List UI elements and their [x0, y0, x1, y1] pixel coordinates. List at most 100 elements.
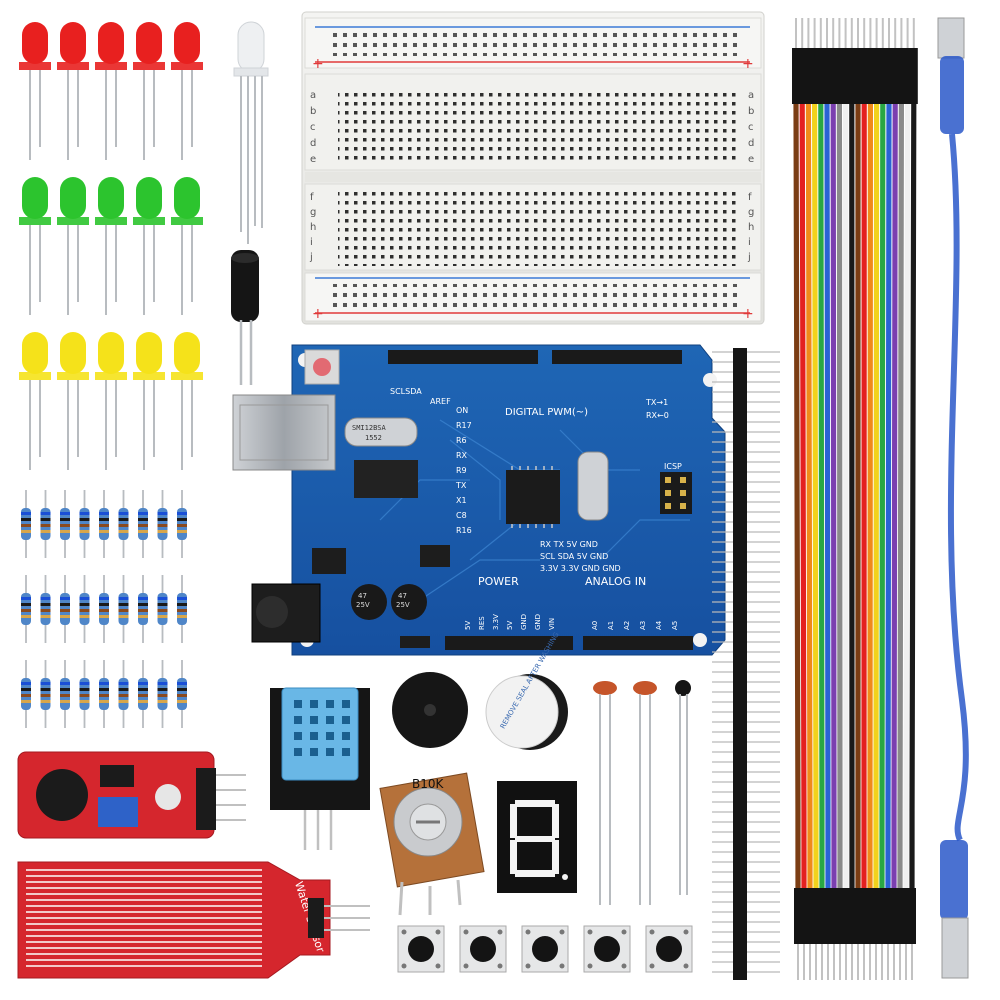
breadboard-row-letter: j [309, 252, 313, 263]
resistor [79, 660, 90, 728]
resistor [40, 660, 51, 728]
jumper-wire [866, 18, 875, 980]
led [95, 177, 127, 315]
resistor [118, 490, 129, 558]
rx-label: RX←0 [646, 411, 669, 420]
potentiometer-label: B10K [412, 777, 445, 791]
analog-pin-label: A5 [671, 621, 679, 630]
analog-pin-label: A2 [623, 621, 631, 630]
crystal-label-1: SMI12BSA [352, 424, 387, 432]
sound-sensor-module [17, 751, 246, 839]
jumper-wire [890, 18, 900, 980]
jumper-wire [841, 18, 850, 980]
resistor [138, 660, 148, 728]
board-silkscreen-label: TX [455, 481, 467, 490]
resistor [177, 660, 187, 728]
resistor [99, 660, 109, 728]
board-pin-legend: 3.3V 3.3V GND GND [540, 564, 621, 573]
potentiometer: B10K [379, 772, 485, 916]
analog-pin-label: A1 [607, 621, 615, 630]
jumper-wire [860, 18, 869, 980]
resistor [157, 490, 168, 558]
breadboard-row-letter: e [748, 154, 754, 165]
breadboard-row-letter: h [310, 222, 316, 233]
resistor [99, 490, 109, 558]
water-sensor-module: Water Sensor [17, 861, 370, 979]
jumper-wire [816, 18, 826, 980]
power-pin-label: RES [478, 616, 486, 630]
led-group [19, 22, 203, 470]
crystal-label-2: 1552 [365, 434, 382, 442]
resistor [40, 575, 51, 643]
jumper-wire [884, 18, 893, 980]
breadboard-row-letter: f [748, 192, 752, 203]
rail-plus-bottom: + [312, 306, 324, 322]
power-pin-label: GND [520, 614, 528, 630]
rail-plus-bottom-right: + [742, 306, 754, 322]
resistor [118, 575, 129, 643]
jumper-wire [829, 18, 838, 980]
resistor [177, 490, 187, 558]
jumper-wire [792, 18, 802, 980]
resistor [60, 575, 70, 643]
resistor [118, 660, 129, 728]
tilt-switch [231, 250, 259, 385]
breadboard-row-letter: b [748, 106, 754, 117]
board-pin-legend: RX TX 5V GND [540, 540, 598, 549]
push-buttons [397, 925, 693, 973]
resistor [21, 490, 31, 558]
board-pin-legend: SCL SDA 5V GND [540, 552, 608, 561]
led [171, 332, 203, 470]
led [133, 332, 165, 470]
breadboard-row-letter: d [310, 138, 316, 149]
led [19, 22, 51, 160]
led [95, 22, 127, 160]
svg-text:25V: 25V [396, 601, 410, 609]
resistor [157, 575, 168, 643]
resistor [40, 490, 51, 558]
breadboard-row-letter: f [310, 192, 314, 203]
led [171, 177, 203, 315]
led [57, 332, 89, 470]
led [57, 177, 89, 315]
power-pin-label: 3.3V [492, 614, 500, 630]
led [133, 177, 165, 315]
resistor [99, 575, 109, 643]
board-silkscreen-label: R9 [456, 466, 467, 475]
board-silkscreen-label: C8 [456, 511, 467, 520]
resistor [60, 660, 70, 728]
passive-buzzer [392, 672, 468, 748]
breadboard-row-letter: c [310, 122, 316, 133]
resistor [138, 490, 148, 558]
arduino-uno-board: SMI12BSA 1552 47 25V 47 25V DIGITAL PWM(… [232, 344, 726, 656]
led [19, 177, 51, 315]
male-pin-header [712, 348, 780, 980]
breadboard-row-letter: c [748, 122, 754, 133]
board-silkscreen-label: R16 [456, 526, 472, 535]
resistor [138, 575, 148, 643]
push-button [459, 925, 507, 973]
analog-pin-label: A0 [591, 621, 599, 630]
analog-pin-label: A3 [639, 621, 647, 630]
power-label: POWER [478, 575, 519, 588]
jumper-wire [872, 18, 881, 980]
jumper-wire [902, 18, 912, 980]
resistor [79, 490, 90, 558]
resistor [60, 490, 70, 558]
breadboard-row-letter: g [748, 207, 754, 218]
breadboard-row-letter: h [748, 222, 754, 233]
breadboard-row-letter: a [310, 90, 316, 101]
led [133, 22, 165, 160]
analog-label: ANALOG IN [585, 575, 646, 588]
rail-plus-top: + [312, 56, 324, 72]
board-silkscreen-label: RX [456, 451, 468, 460]
push-button [645, 925, 693, 973]
power-pin-label: 5V [506, 621, 514, 630]
breadboard-row-letter: e [310, 154, 316, 165]
jumper-wire [810, 18, 820, 980]
breadboard-row-letter: i [748, 237, 751, 248]
analog-pin-label: A4 [655, 620, 663, 630]
seven-segment-display [497, 781, 577, 893]
